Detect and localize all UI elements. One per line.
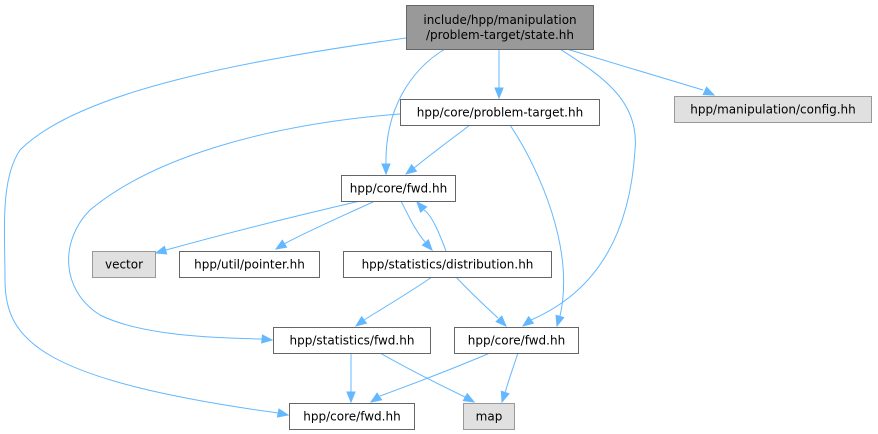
arrow-head-icon bbox=[154, 245, 168, 255]
edge-core_fwd_b-to-map bbox=[500, 352, 519, 404]
node-map: map bbox=[463, 403, 515, 430]
node-config: hpp/manipulation/config.hh bbox=[674, 96, 872, 123]
node-box bbox=[341, 175, 456, 202]
arrow-head-icon bbox=[416, 200, 428, 214]
arrow-head-icon bbox=[261, 334, 274, 344]
node-label: hpp/manipulation/config.hh bbox=[690, 103, 856, 117]
arrow-head-icon bbox=[495, 315, 507, 327]
edge-line bbox=[423, 209, 447, 252]
arrow-head-icon bbox=[702, 86, 716, 96]
arrow-head-icon bbox=[346, 391, 356, 404]
node-core-fwd-c[interactable]: hpp/core/fwd.hh bbox=[289, 403, 415, 430]
edge-line bbox=[413, 124, 471, 169]
edge-root-to-core_fwd_a bbox=[381, 48, 446, 176]
arrow-head-icon bbox=[369, 392, 383, 403]
edge-line bbox=[68, 113, 401, 340]
node-label: hpp/statistics/distribution.hh bbox=[362, 258, 534, 272]
edge-stat_fwd-to-core_fwd_c bbox=[346, 353, 356, 404]
arrow-head-icon bbox=[500, 390, 510, 404]
arrow-head-icon bbox=[381, 163, 391, 176]
node-problem-target[interactable]: hpp/core/problem-target.hh bbox=[400, 99, 600, 126]
node-box bbox=[343, 251, 552, 278]
arrow-head-icon bbox=[421, 238, 433, 252]
edge-problem_target-to-core_fwd_b bbox=[509, 124, 565, 328]
edge-core_fwd_a-to-pointer bbox=[274, 200, 376, 250]
edge-line bbox=[504, 352, 519, 394]
edge-line bbox=[509, 124, 564, 317]
node-label: hpp/statistics/fwd.hh bbox=[290, 334, 415, 348]
node-label: map bbox=[476, 410, 503, 424]
edge-stat_fwd-to-map bbox=[379, 352, 476, 403]
edge-distribution-to-core_fwd_b bbox=[455, 276, 507, 327]
node-core-fwd-b[interactable]: hpp/core/fwd.hh bbox=[454, 327, 579, 354]
node-label: hpp/core/fwd.hh bbox=[468, 334, 565, 348]
node-box bbox=[463, 403, 515, 430]
edge-line bbox=[379, 352, 491, 397]
node-box bbox=[400, 99, 600, 126]
edge-line bbox=[530, 48, 636, 321]
node-box bbox=[92, 251, 156, 278]
edge-problem_target-to-stat_fwd bbox=[68, 113, 401, 344]
edge-line bbox=[165, 200, 361, 251]
node-box bbox=[289, 403, 415, 430]
arrow-head-icon bbox=[494, 87, 504, 100]
node-label: hpp/util/pointer.hh bbox=[194, 258, 305, 272]
edge-core_fwd_a-to-distribution bbox=[400, 200, 433, 252]
arrow-head-icon bbox=[274, 239, 288, 250]
node-core-fwd-a[interactable]: hpp/core/fwd.hh bbox=[341, 175, 456, 202]
node-box bbox=[273, 327, 431, 354]
node-vector: vector bbox=[92, 251, 156, 278]
node-box bbox=[674, 96, 872, 123]
node-box bbox=[179, 251, 320, 278]
arrow-head-icon bbox=[354, 315, 368, 327]
edge-problem_target-to-core_fwd_a bbox=[404, 124, 471, 175]
edge-line bbox=[363, 276, 433, 321]
node-pointer[interactable]: hpp/util/pointer.hh bbox=[179, 251, 320, 278]
arrow-head-icon bbox=[462, 392, 476, 403]
node-label: hpp/core/fwd.hh bbox=[350, 182, 447, 196]
edge-line bbox=[283, 200, 376, 245]
node-distribution[interactable]: hpp/statistics/distribution.hh bbox=[343, 251, 552, 278]
nodes-layer: include/hpp/manipulation/problem-target/… bbox=[92, 5, 872, 430]
edge-root-to-core_fwd_b bbox=[521, 48, 636, 327]
node-label: hpp/core/fwd.hh bbox=[303, 410, 400, 424]
arrow-head-icon bbox=[276, 408, 290, 418]
arrow-head-icon bbox=[521, 315, 535, 327]
node-label: /problem-target/state.hh bbox=[426, 28, 574, 42]
node-label: vector bbox=[105, 258, 143, 272]
edge-line bbox=[3, 37, 407, 414]
edge-line bbox=[379, 352, 466, 398]
node-box bbox=[406, 5, 594, 50]
node-label: include/hpp/manipulation bbox=[423, 13, 576, 27]
arrow-head-icon bbox=[555, 314, 565, 328]
edge-line bbox=[455, 276, 499, 319]
node-label: hpp/core/problem-target.hh bbox=[417, 106, 583, 120]
node-box bbox=[454, 327, 579, 354]
edge-line bbox=[385, 48, 446, 165]
edge-core_fwd_b-to-core_fwd_c bbox=[369, 352, 491, 403]
edge-distribution-to-core_fwd_a bbox=[416, 200, 447, 252]
edge-line bbox=[559, 46, 704, 91]
edge-core_fwd_a-to-vector bbox=[154, 200, 361, 255]
edge-distribution-to-stat_fwd bbox=[354, 276, 433, 327]
arrow-head-icon bbox=[404, 163, 418, 175]
edges-layer bbox=[3, 37, 716, 418]
edge-line bbox=[400, 200, 426, 243]
edge-root-to-core_fwd_c bbox=[3, 37, 407, 418]
node-stat-fwd[interactable]: hpp/statistics/fwd.hh bbox=[273, 327, 431, 354]
edge-root-to-config bbox=[559, 46, 716, 96]
node-root[interactable]: include/hpp/manipulation/problem-target/… bbox=[406, 5, 594, 50]
edge-root-to-problem_target bbox=[494, 49, 504, 100]
